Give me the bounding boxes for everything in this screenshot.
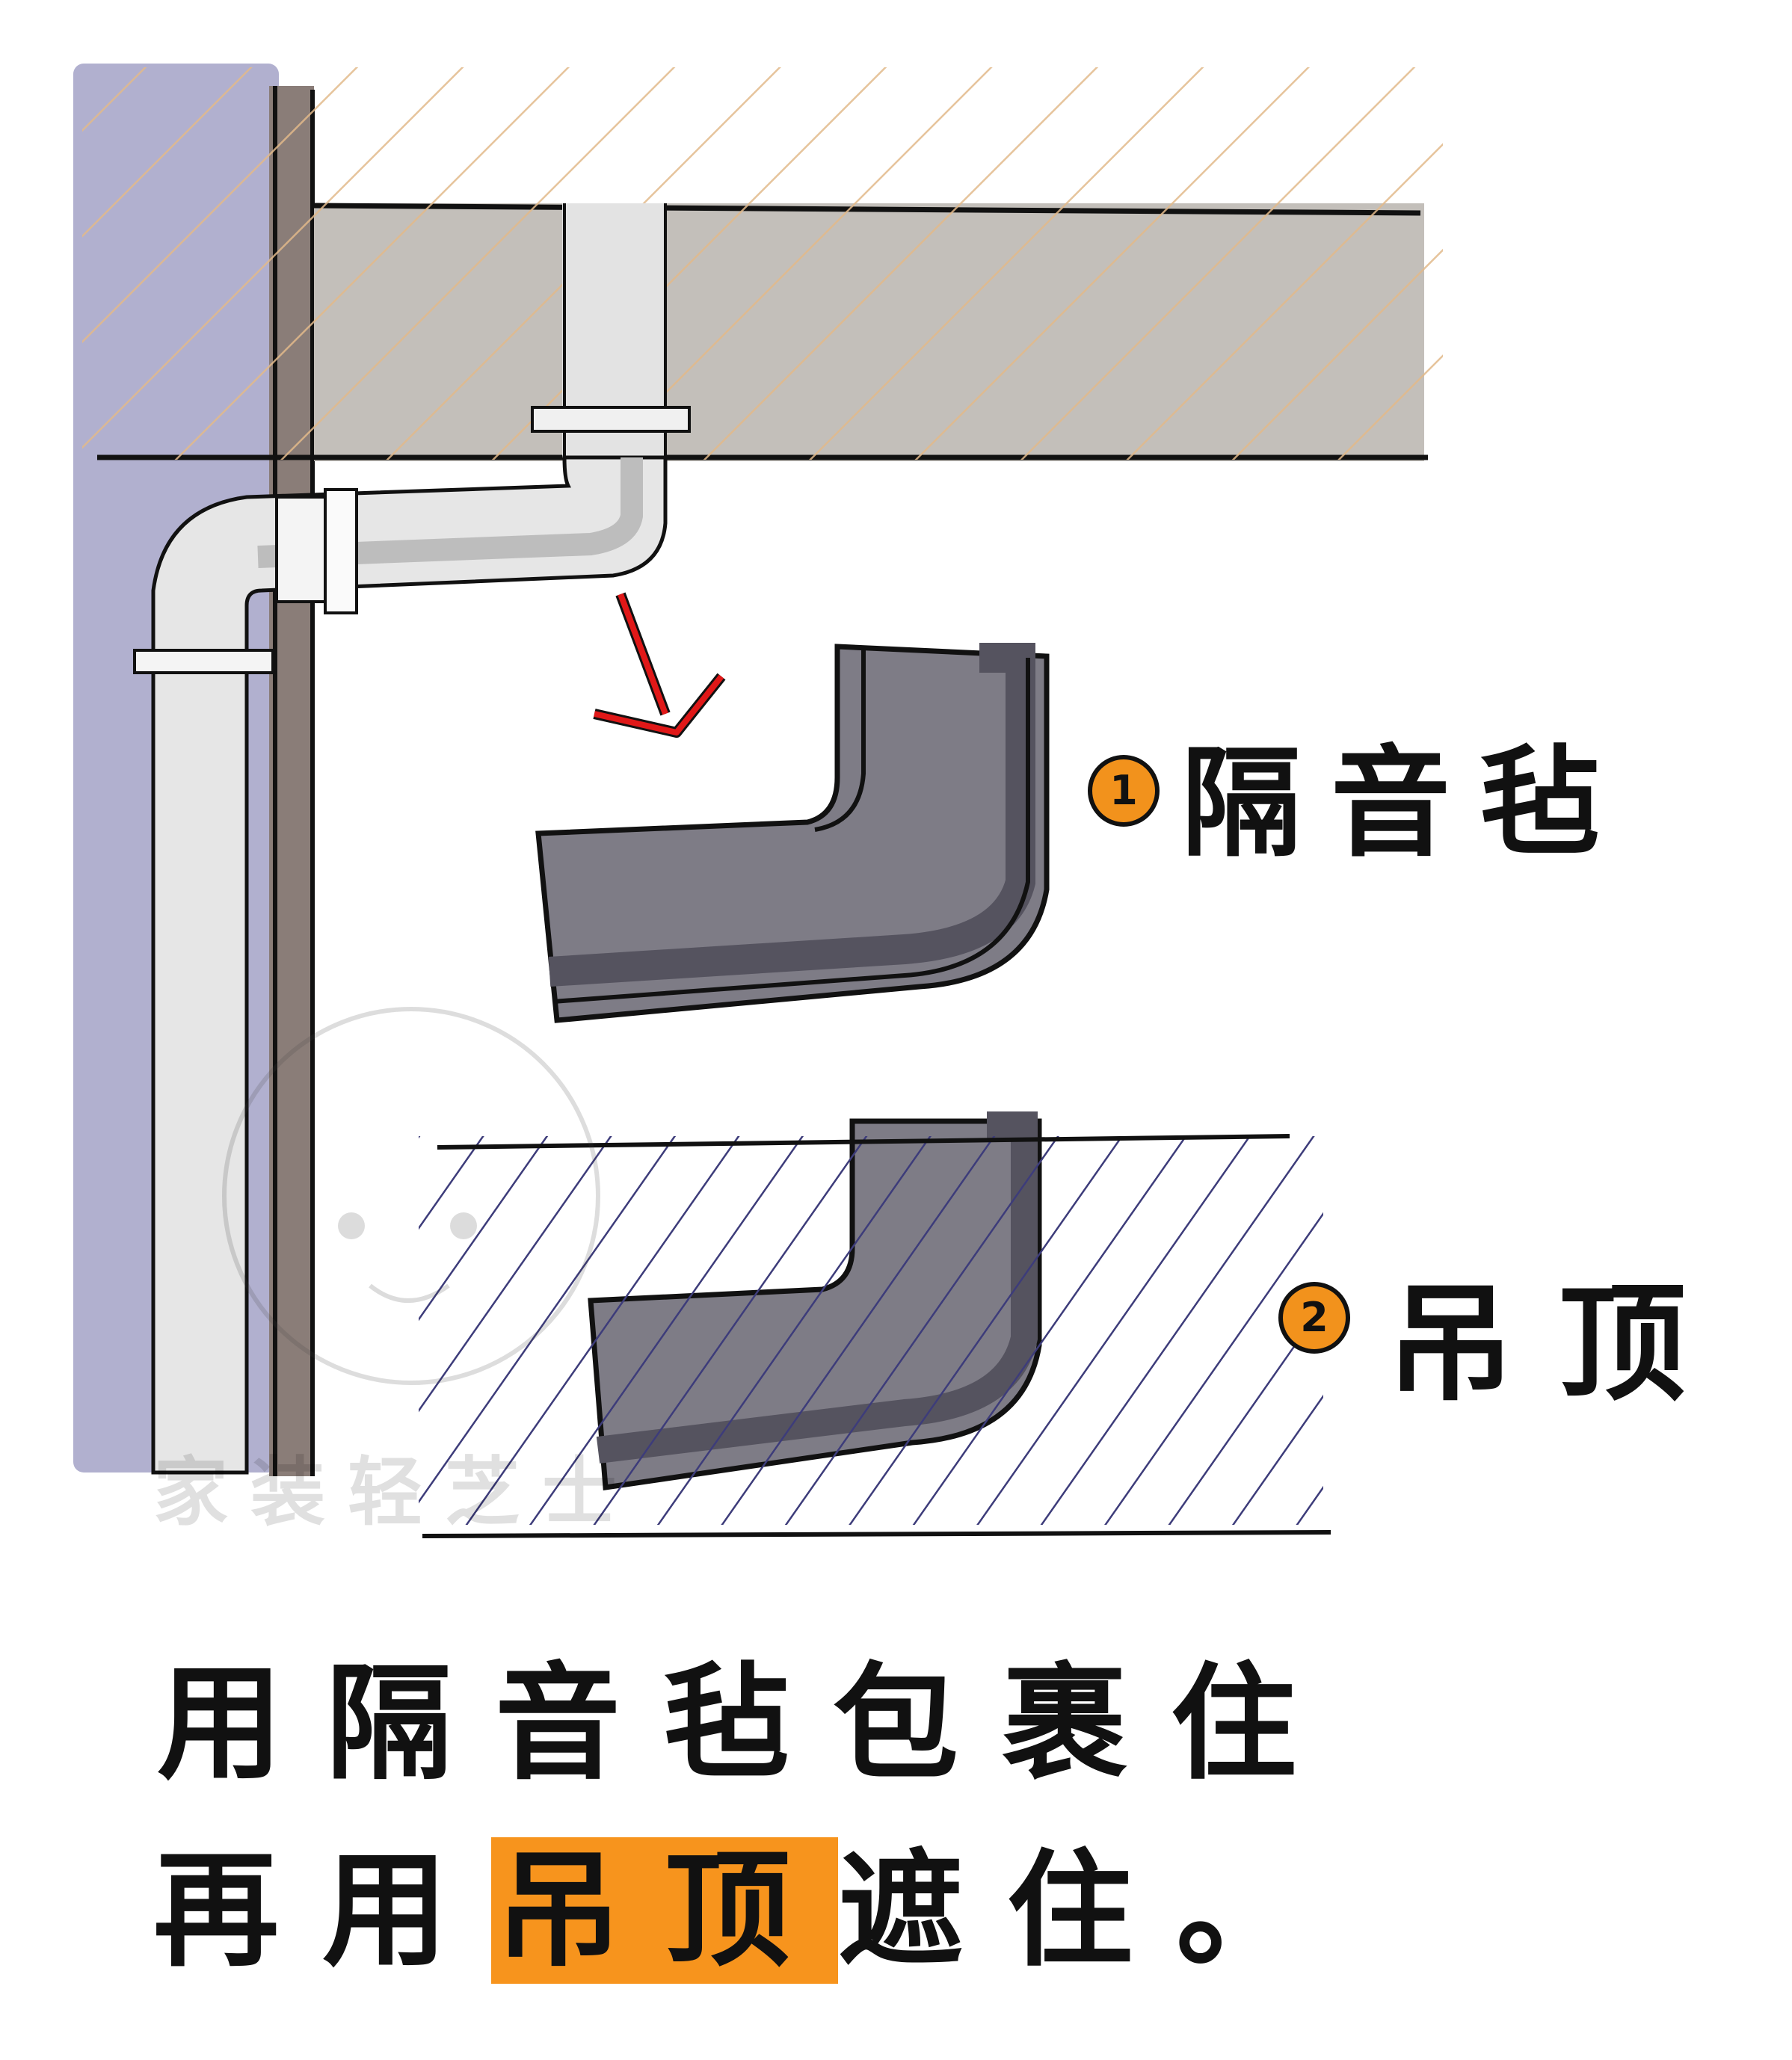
caption-line2-after: 遮住。: [838, 1837, 1345, 1984]
caption-line2: 再用吊顶遮住。: [153, 1809, 1345, 1990]
watermark-face: [222, 1007, 600, 1385]
slab-pipe: [531, 203, 691, 457]
caption-line1: 用隔音毡包裹住: [157, 1650, 1340, 1797]
caption-line2-before: 再用: [153, 1837, 491, 1984]
drain-pipe: [133, 455, 668, 1475]
item2-label: 吊顶: [1387, 1271, 1731, 1419]
item1-label: 隔音毡: [1181, 733, 1631, 873]
item2-badge: 2: [1278, 1282, 1350, 1354]
ceiling-section: [419, 1111, 1331, 1538]
item1-badge: 1: [1088, 755, 1160, 827]
red-arrow: [593, 592, 726, 738]
watermark-text: 家装轻芝士: [153, 1449, 639, 1536]
caption-highlight: 吊顶: [491, 1837, 838, 1984]
felt-wrapped-pipe: [535, 643, 1050, 1023]
structure-hatching: [82, 67, 1443, 460]
